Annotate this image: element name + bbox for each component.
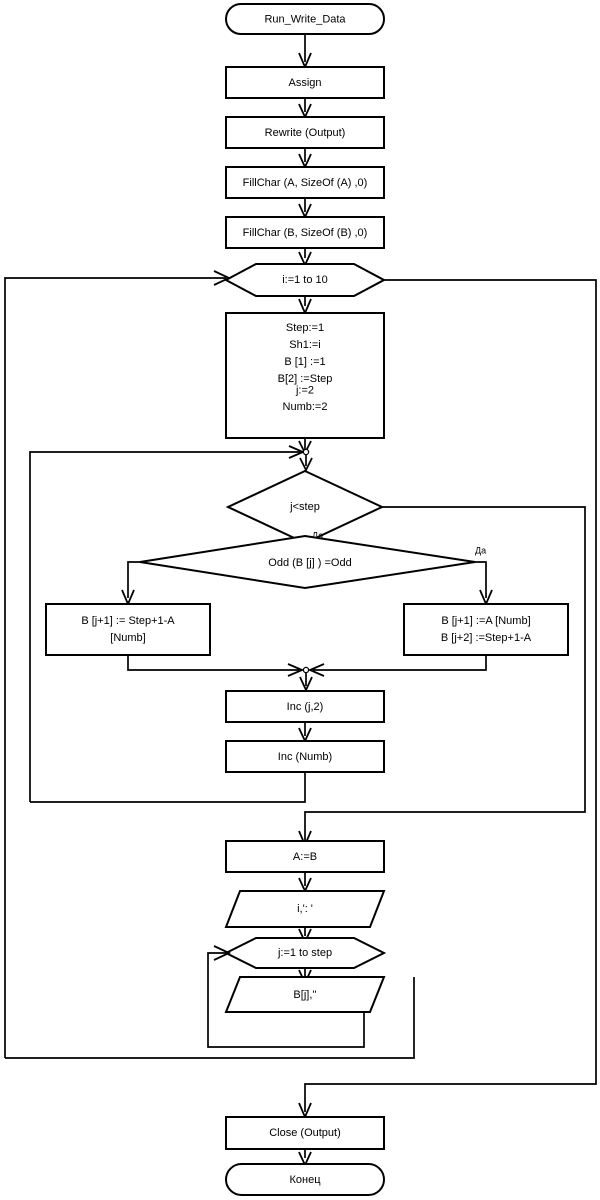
edge-loop-i-to-init	[298, 296, 312, 316]
node-inc-j: Inc (j,2)	[225, 690, 385, 723]
edge-close-to-end	[298, 1149, 312, 1168]
edge-outer-loop-bottom	[5, 977, 415, 1059]
fillchar-a-label: FillChar (A, SizeOf (A) ,0)	[243, 177, 368, 189]
output-bj-parallelogram-shape	[224, 976, 386, 1013]
edge-odd-to-right-box: Да	[475, 545, 493, 607]
inc-numb-label: Inc (Numb)	[278, 751, 332, 763]
node-init-block: Step:=1 Sh1:=i B [1] :=1 B[2] :=Step j:=…	[225, 312, 385, 439]
rewrite-box-shape	[225, 116, 385, 149]
node-loop-j: j:=1 to step	[223, 937, 387, 969]
node-fillchar-a: FillChar (A, SizeOf (A) ,0)	[225, 166, 385, 199]
edge-assign-to-rewrite	[298, 98, 312, 120]
edge-rewrite-to-fillchar-a	[298, 148, 312, 170]
init-line-3: B [1] :=1	[284, 356, 325, 368]
edge-outer-loop-return	[4, 270, 232, 1058]
odd-diamond-shape	[139, 534, 476, 590]
a-eq-b-label: A:=B	[293, 851, 317, 863]
edge-inner-loop-back	[30, 772, 306, 803]
assign-box-shape	[225, 66, 385, 99]
node-end: Конец	[225, 1163, 385, 1196]
init-line-5: j:=2	[295, 384, 314, 396]
node-start: Run_Write_Data	[225, 3, 385, 35]
node-decision-jstep: j<step	[225, 469, 385, 545]
node-output-bj: B[j],''	[224, 976, 386, 1013]
end-label: Конец	[289, 1174, 321, 1186]
fillchar-b-label: FillChar (B, SizeOf (B) ,0)	[243, 227, 368, 239]
box-left-line-2: [Numb]	[110, 632, 145, 644]
node-assign: Assign	[225, 66, 385, 99]
init-block-shape	[225, 312, 385, 439]
node-box-right: B [j+1] :=A [Numb] B [j+2] :=Step+1-A	[403, 603, 569, 656]
edge-start-to-assign	[298, 34, 312, 70]
init-line-1: Step:=1	[286, 322, 324, 334]
odd-label: Odd (B [j] ) =Odd	[268, 557, 351, 569]
output-i-label: i,': '	[297, 903, 313, 915]
edge-fillchar-a-to-b	[298, 198, 312, 220]
jstep-yes-label: Да	[312, 530, 323, 540]
loop-i-label: i:=1 to 10	[282, 274, 328, 286]
box-left-line-1: B [j+1] := Step+1-A	[81, 615, 175, 627]
output-bj-label: B[j],''	[293, 989, 316, 1001]
close-output-box-shape	[225, 1116, 385, 1150]
edge-odd-to-left-box	[121, 561, 140, 607]
node-box-left: B [j+1] := Step+1-A [Numb]	[45, 603, 211, 656]
assign-label: Assign	[288, 77, 321, 89]
edge-loop-j-return	[207, 945, 365, 1048]
edge-fillchar-b-to-loop-i	[298, 248, 312, 268]
node-decision-odd: Odd (B [j] ) =Odd	[139, 534, 476, 590]
loop-j-label: j:=1 to step	[277, 947, 332, 959]
fillchar-a-box-shape	[225, 166, 385, 199]
node-a-eq-b: A:=B	[225, 840, 385, 873]
box-right-line-2: B [j+2] :=Step+1-A	[441, 632, 532, 644]
box-right-shape	[403, 603, 569, 656]
node-output-i: i,': '	[224, 890, 386, 928]
edge-a-eq-b-to-out-i	[298, 872, 312, 894]
branch-merge-dot-icon	[302, 666, 310, 674]
merge-dot-icon	[302, 448, 310, 456]
node-loop-i: i:=1 to 10	[223, 263, 387, 297]
node-inc-numb: Inc (Numb)	[225, 740, 385, 773]
inner-loop-merge-junction	[29, 445, 313, 802]
node-close-output: Close (Output)	[225, 1116, 385, 1150]
box-left-shape	[45, 603, 211, 656]
init-line-4: B[2] :=Step	[278, 373, 333, 385]
end-terminator-shape	[225, 1163, 385, 1196]
rewrite-label: Rewrite (Output)	[265, 127, 346, 139]
edge-inc-j-to-inc-numb	[298, 722, 312, 744]
close-output-label: Close (Output)	[269, 1127, 341, 1139]
start-label: Run_Write_Data	[264, 13, 346, 25]
inc-j-label: Inc (j,2)	[287, 701, 324, 713]
node-fillchar-b: FillChar (B, SizeOf (B) ,0)	[225, 216, 385, 249]
box-right-line-1: B [j+1] :=A [Numb]	[441, 615, 530, 627]
branch-merge-junction	[127, 655, 487, 693]
output-i-parallelogram-shape	[224, 890, 386, 928]
node-rewrite: Rewrite (Output)	[225, 116, 385, 149]
odd-yes-label: Да	[475, 545, 486, 555]
jstep-label: j<step	[289, 501, 320, 513]
init-line-2: Sh1:=i	[289, 339, 321, 351]
init-line-6: Numb:=2	[283, 401, 328, 413]
